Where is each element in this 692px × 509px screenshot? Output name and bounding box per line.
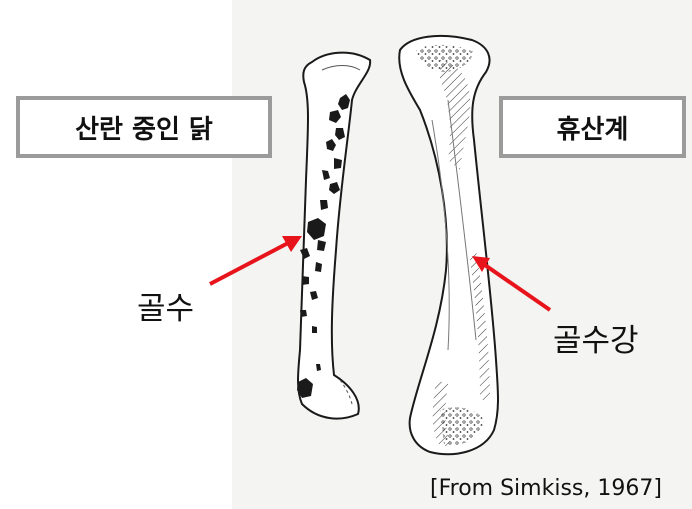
right-bone	[399, 36, 498, 454]
callout-marrow-cavity: 골수강	[553, 315, 639, 360]
label-resting-hen-text: 휴산계	[557, 109, 629, 146]
label-resting-hen: 휴산계	[499, 96, 686, 158]
callout-medullary-bone: 골수	[137, 283, 194, 328]
left-bone	[297, 53, 370, 419]
label-laying-hen: 산란 중인 닭	[16, 96, 272, 158]
label-laying-hen-text: 산란 중인 닭	[75, 109, 213, 146]
citation: [From Simkiss, 1967]	[430, 476, 692, 501]
arrow-medullary-bone	[210, 236, 302, 284]
